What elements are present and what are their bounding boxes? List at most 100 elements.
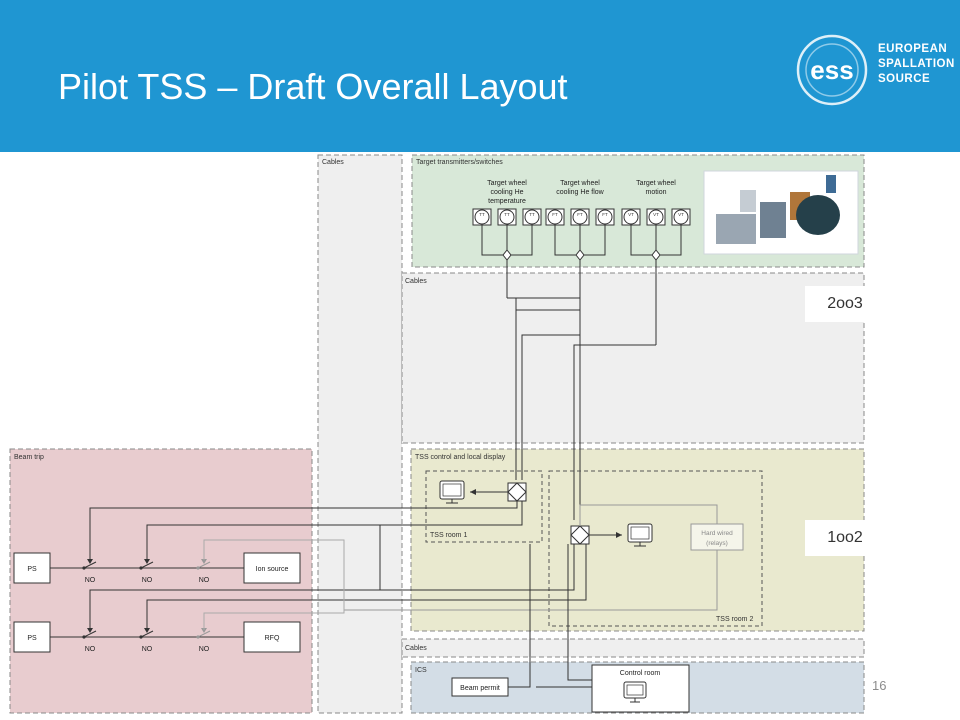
sensor-tag: FT [602,212,608,217]
sensor-tag: FT [552,212,558,217]
zone-label-tss: TSS control and local display [415,454,506,461]
ess-logo-icon: ess [796,34,868,106]
beam-target-label: Ion source [256,566,289,573]
zone-label-ics: ICS [415,667,427,674]
arrow-room2-display [616,532,622,538]
sensor-tag: TT [479,212,485,217]
contact-switch [83,630,97,638]
transmitter-group-label: cooling He [490,189,523,196]
trip-signal-wiring [89,501,587,630]
sensor-tag: TT [504,212,510,217]
target-cable-runs [506,262,657,520]
logo-line: SOURCE [878,73,931,85]
contact-label: NO [199,646,210,653]
zone-cables-left [317,154,403,714]
power-supply-box [13,552,51,584]
zone-label-beam-trip: Beam trip [14,454,44,461]
beam-target-box [243,621,301,653]
slide-header: Pilot TSS – Draft Overall Layout ess EUR… [0,0,960,152]
zone-cables-mid [401,272,865,444]
beam-target-label: RFQ [265,635,280,642]
sensor-wire [481,225,507,256]
beam-permit-label: Beam permit [460,685,500,692]
tss-room-2 [548,470,763,627]
beam-trip-row: PS NO NO NO RFQ [13,621,301,653]
sensor-tag: VT [678,212,684,217]
link-relays-out [344,550,718,611]
logic-block-room-1 [507,482,527,502]
sensor-icon [648,209,664,225]
zone-tss-control [410,448,865,632]
contact-arrow [87,559,93,564]
transmitter-group-label: cooling He flow [556,189,604,196]
sensor-wire [656,225,682,256]
contact-switch [83,561,97,569]
contact-switch [197,561,211,569]
sensor-icon [623,209,639,225]
zone-label-cables-bottom: Cables [405,645,427,652]
contact-label: NO [142,646,153,653]
sensor-icon [499,209,515,225]
contact-arrow [87,628,93,633]
zone-label-target: Target transmitters/switches [416,159,503,166]
link-relays-in [579,504,718,526]
sensor-tag: VT [653,212,659,217]
power-supply-label: PS [27,566,37,573]
sensor-icon [572,209,588,225]
contact-label: NO [199,577,210,584]
sensor-wire [507,225,533,256]
contact-arrow [201,559,207,564]
power-supply-box [13,621,51,653]
contact-label: NO [85,577,96,584]
contact-arrow [201,628,207,633]
sensor-icon [547,209,563,225]
tss-room-1 [425,470,543,543]
transmitter-group-label: Target wheel [636,180,676,187]
tss-room-1-label: TSS room 1 [430,532,467,539]
contact-label: NO [85,646,96,653]
voting-badge-1oo2: 1oo2 [805,520,885,556]
sensor-tag: VT [628,212,634,217]
zone-label-cables-left: Cables [322,159,344,166]
contact-switch [140,630,154,638]
zone-cables-bottom [401,638,865,658]
control-room-box: Control room [591,664,690,713]
sensor-tag: TT [529,212,535,217]
transmitter-group-label: temperature [488,198,526,205]
logo-mark: ess [810,55,853,85]
page-number: 16 [872,678,887,693]
transmitter-group-label: Target wheel [487,180,527,187]
ics-wiring [508,544,592,688]
hardwired-relays: Hard wired (relays) [690,523,744,551]
sensor-icon [524,209,540,225]
slide-title: Pilot TSS – Draft Overall Layout [58,66,568,107]
logo-line: EUROPEAN [878,43,948,55]
contact-switch [197,630,211,638]
hardwired-line-2: (relays) [706,540,728,547]
contact-arrow [144,628,150,633]
sensor-tag: FT [577,212,583,217]
target-station-image [703,170,859,255]
sensor-icon [673,209,689,225]
zone-label-cables-mid: Cables [405,278,427,285]
beam-trip-chains: PS NO NO NO Ion source PS NO NO NO RFQ [13,552,301,653]
local-display-room-2 [627,523,653,547]
transmitter-group-label: motion [645,189,666,196]
sensor-icon [474,209,490,225]
beam-target-box [243,552,301,584]
voting-badge-2oo3: 2oo3 [805,286,885,322]
power-supply-label: PS [27,635,37,642]
sensor-wire [554,225,580,256]
transmitter-group-label: Target wheel [560,180,600,187]
contact-arrow [144,559,150,564]
local-display-room-1 [439,480,465,504]
sensor-wire [580,225,606,256]
beam-permit-box: Beam permit [451,677,509,697]
